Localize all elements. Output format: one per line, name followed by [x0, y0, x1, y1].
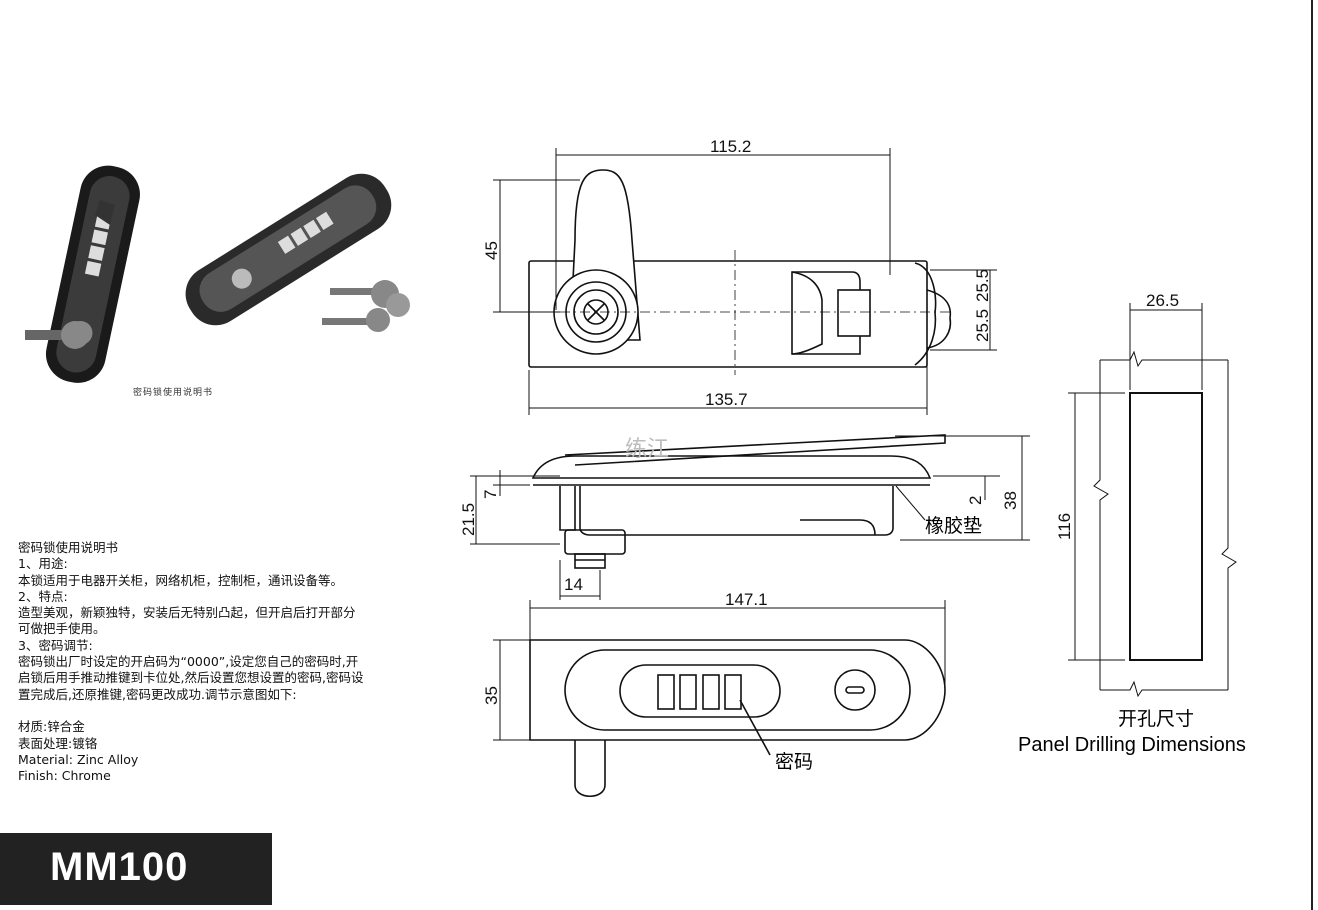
watermark: 练江 — [625, 437, 669, 462]
instructions-line: 3、密码调节: — [18, 637, 93, 653]
dim-side-7: 7 — [481, 490, 500, 499]
code-label: 密码 — [775, 751, 813, 773]
product-photo — [25, 165, 410, 383]
dim-top-right-dup: 25.5 — [973, 269, 992, 302]
instructions-line: 造型美观，新颖独特，安装后无特别凸起，但开启后打开部分 — [18, 605, 356, 621]
panel-drilling-view — [1068, 303, 1237, 698]
instructions-line: Material: Zinc Alloy — [18, 751, 139, 767]
dim-top-width: 115.2 — [710, 137, 751, 156]
front-view-dimensions — [493, 600, 946, 741]
dim-front-height: 35 — [482, 686, 501, 705]
dim-side-14: 14 — [564, 575, 583, 594]
gasket-label: 橡胶垫 — [925, 515, 982, 537]
instructions-line — [18, 703, 448, 719]
dim-panel-height: 116 — [1055, 513, 1074, 540]
dim-body-length: 135.7 — [705, 390, 748, 409]
instructions-line: 表面处理:镀铬 — [18, 735, 98, 751]
instructions-line: 密码锁出厂时设定的开启码为“0000”,设定您自己的密码时,开 — [18, 654, 359, 670]
dim-top-height: 45 — [482, 241, 501, 260]
instructions-line: Finish: Chrome — [18, 768, 111, 784]
side-view-dimensions — [470, 435, 1030, 600]
panel-caption-en: Panel Drilling Dimensions — [1018, 734, 1246, 756]
top-view — [500, 169, 952, 375]
instructions-line: 2、特点: — [18, 588, 68, 604]
dim-side-21-5: 21.5 — [459, 503, 478, 536]
photo-caption: 密码锁使用说明书 — [133, 388, 214, 398]
dim-side-38: 38 — [1001, 491, 1020, 510]
front-view — [529, 639, 946, 798]
instructions-line: 可做把手使用。 — [18, 621, 106, 637]
instructions-line: 材质:锌合金 — [18, 719, 85, 735]
dim-front-length: 147.1 — [725, 590, 768, 609]
instructions-line: 置完成后,还原推键,密码更改成功.调节示意图如下: — [18, 686, 297, 702]
instructions-line: 本锁适用于电器开关柜，网络机柜，控制柜，通讯设备等。 — [18, 572, 344, 588]
instructions-line: 启锁后用手推动推键到卡位处,然后设置您想设置的密码,密码设 — [18, 670, 364, 686]
instructions-block: 密码锁使用说明书 1、用途: 本锁适用于电器开关柜，网络机柜，控制柜，通讯设备等… — [18, 540, 448, 784]
panel-caption-cn: 开孔尺寸 — [1118, 708, 1194, 730]
model-name: MM100 — [50, 845, 189, 889]
instructions-line: 密码锁使用说明书 — [18, 540, 119, 555]
instructions-line: 1、用途: — [18, 556, 68, 572]
dim-panel-width: 26.5 — [1146, 291, 1179, 310]
dim-top-right: 25.5 — [973, 309, 992, 342]
model-banner: MM100 — [0, 833, 272, 905]
side-view — [531, 434, 946, 569]
dim-side-2: 2 — [966, 496, 985, 505]
top-view-dimensions — [493, 148, 997, 415]
